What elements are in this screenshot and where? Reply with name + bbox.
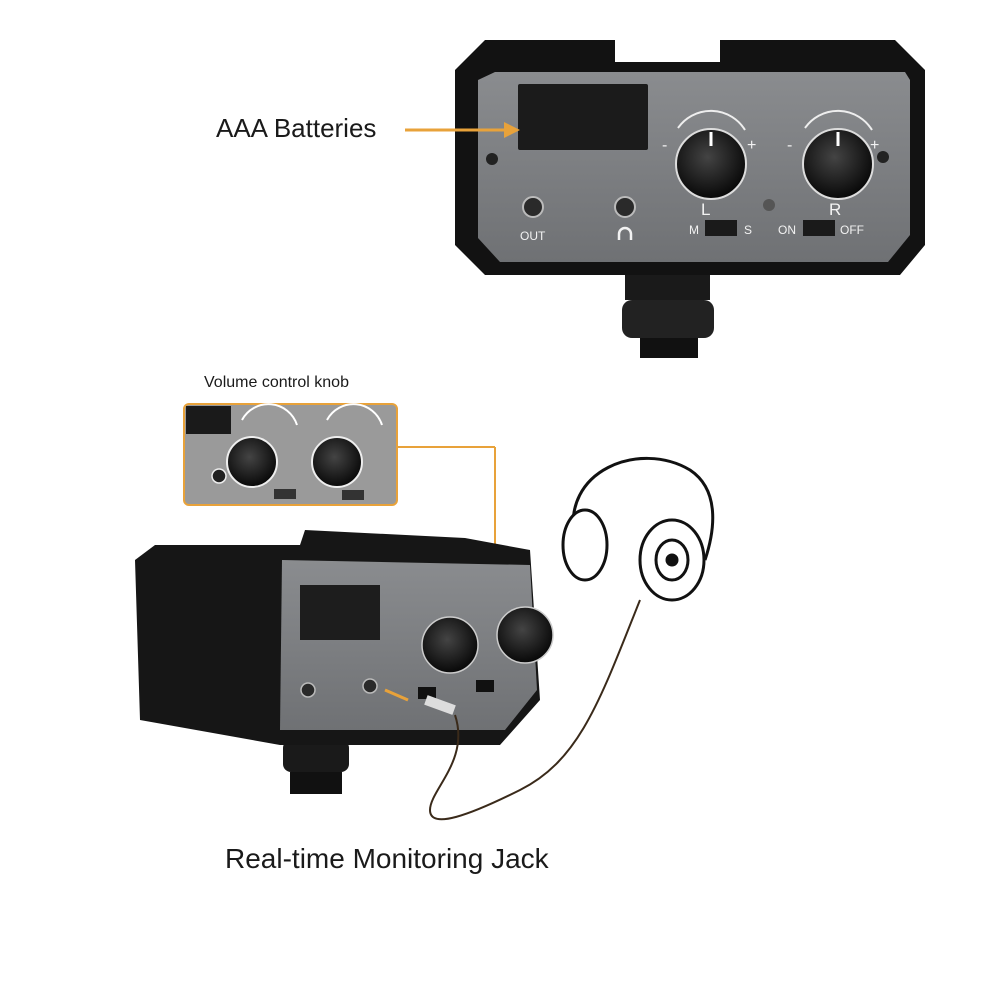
off-label: OFF — [840, 223, 864, 237]
mono-stereo-switch[interactable] — [705, 220, 737, 236]
plus-label: + — [747, 137, 756, 154]
headphone-jack[interactable] — [614, 196, 636, 218]
minus-label: - — [787, 137, 792, 154]
hot-shoe-nut — [283, 740, 349, 772]
headphone-cable — [428, 599, 641, 821]
out-label: OUT — [520, 229, 546, 243]
out-jack[interactable] — [300, 682, 316, 698]
volume-knob-inset — [183, 403, 496, 600]
on-off-switch[interactable] — [476, 680, 494, 692]
headphones-icon — [561, 456, 715, 602]
mixer-front-view: - + - + OUT L R M S ON OFF — [455, 40, 925, 358]
left-channel-label: L — [701, 200, 710, 219]
screw-icon — [486, 153, 498, 165]
l-knob[interactable] — [421, 616, 479, 674]
headphone-icon — [617, 226, 633, 240]
batteries-callout: AAA Batteries — [216, 113, 377, 143]
led-indicator — [763, 199, 775, 211]
plug-icon — [424, 695, 456, 715]
battery-cover — [300, 585, 380, 640]
monitoring-jack-caption: Real-time Monitoring Jack — [225, 843, 549, 874]
plus-label: + — [870, 137, 879, 154]
r-knob[interactable] — [496, 606, 554, 664]
mixer-angled-view — [135, 530, 641, 821]
stereo-label: S — [744, 223, 752, 237]
battery-arrow — [405, 122, 520, 138]
right-volume-knob[interactable]: - + — [787, 109, 879, 200]
left-volume-knob[interactable]: - + — [662, 109, 756, 200]
right-channel-label: R — [829, 200, 841, 219]
mono-stereo-switch[interactable] — [418, 687, 436, 699]
hot-shoe-nut — [622, 300, 714, 338]
on-label: ON — [778, 223, 796, 237]
mono-label: M — [689, 223, 699, 237]
headphone-jack[interactable] — [362, 678, 378, 694]
on-off-switch[interactable] — [803, 220, 835, 236]
volume-knob-callout: Volume control knob — [204, 374, 349, 391]
hot-shoe-foot — [640, 338, 698, 358]
battery-cover — [518, 84, 648, 150]
hot-shoe-foot — [290, 772, 342, 794]
screw-icon — [877, 151, 889, 163]
minus-label: - — [662, 137, 667, 154]
out-jack[interactable] — [522, 196, 544, 218]
